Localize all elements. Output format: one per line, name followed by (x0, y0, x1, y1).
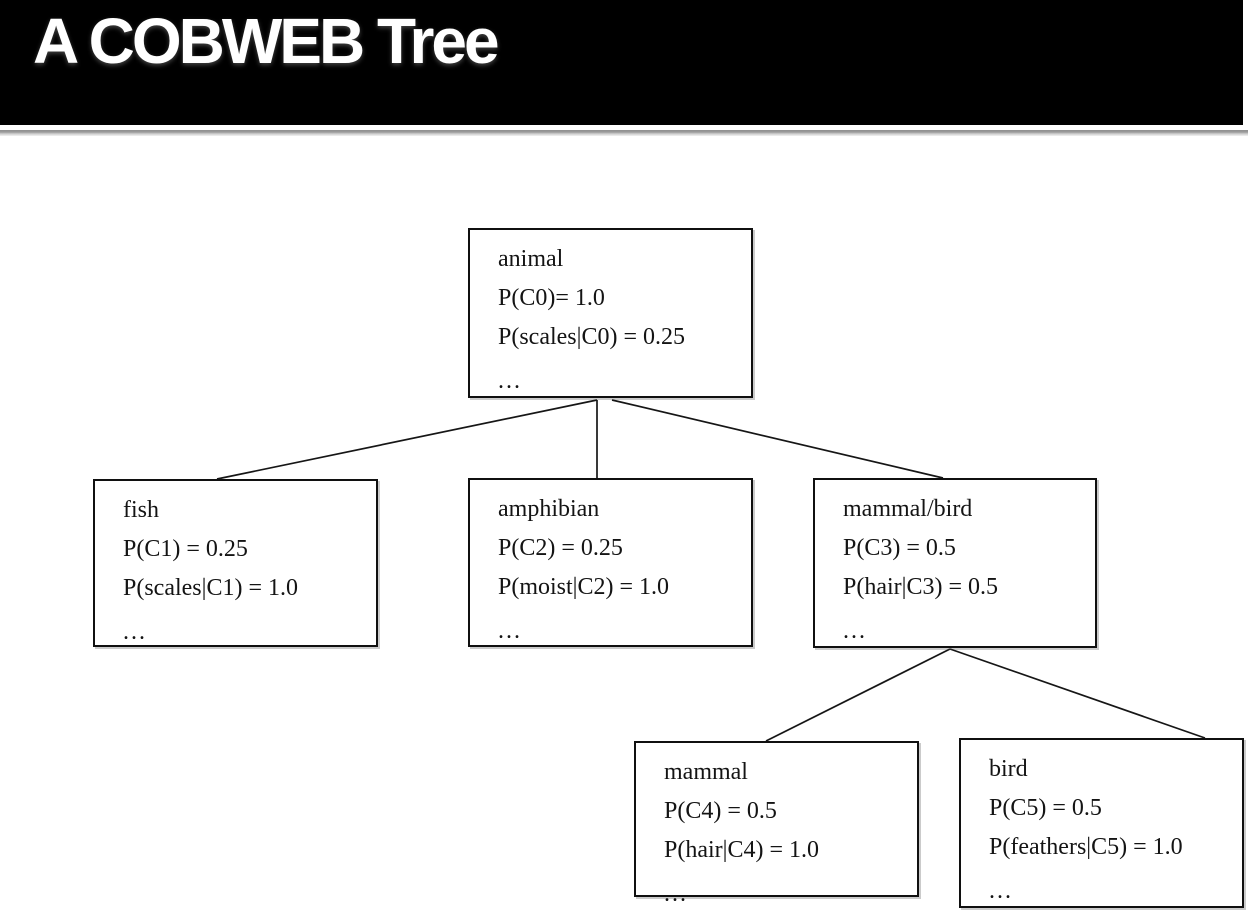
node-ellipsis: ... (123, 619, 147, 645)
node-class-prob: P(C1) = 0.25 (123, 536, 248, 562)
node-ellipsis: ... (843, 618, 867, 644)
node-ellipsis: ... (989, 878, 1013, 904)
tree-node-amphibian: amphibian P(C2) = 0.25 P(moist|C2) = 1.0… (468, 478, 753, 647)
edge-mammal-bird-bird (949, 648, 1206, 739)
node-attr-prob: P(moist|C2) = 1.0 (498, 574, 670, 600)
edge-animal-fish (216, 399, 598, 480)
node-label: mammal (664, 759, 748, 785)
tree-node-bird: bird P(C5) = 0.5 P(feathers|C5) = 1.0 ..… (959, 738, 1244, 908)
title-bar: A COBWEB Tree (0, 0, 1243, 125)
header-separator (0, 130, 1248, 136)
node-label: animal (498, 246, 564, 272)
node-class-prob: P(C0)= 1.0 (498, 285, 605, 311)
node-class-prob: P(C4) = 0.5 (664, 798, 777, 824)
node-class-prob: P(C2) = 0.25 (498, 535, 623, 561)
node-attr-prob: P(hair|C4) = 1.0 (664, 837, 819, 863)
tree-node-animal: animal P(C0)= 1.0 P(scales|C0) = 0.25 ..… (468, 228, 753, 398)
node-label: fish (123, 497, 159, 523)
node-label: amphibian (498, 496, 600, 522)
node-label: mammal/bird (843, 496, 973, 522)
node-attr-prob: P(scales|C0) = 0.25 (498, 324, 685, 350)
node-ellipsis: ... (498, 368, 522, 394)
node-ellipsis: ... (664, 881, 688, 907)
node-class-prob: P(C5) = 0.5 (989, 795, 1102, 821)
node-ellipsis: ... (498, 618, 522, 644)
node-label: bird (989, 756, 1028, 782)
node-attr-prob: P(scales|C1) = 1.0 (123, 575, 298, 601)
node-class-prob: P(C3) = 0.5 (843, 535, 956, 561)
tree-node-mammal-bird: mammal/bird P(C3) = 0.5 P(hair|C3) = 0.5… (813, 478, 1097, 648)
tree-node-fish: fish P(C1) = 0.25 P(scales|C1) = 1.0 ... (93, 479, 378, 647)
node-attr-prob: P(feathers|C5) = 1.0 (989, 834, 1183, 860)
edge-mammal-bird-mammal (765, 648, 951, 742)
edge-animal-mammal-bird (611, 399, 944, 479)
node-attr-prob: P(hair|C3) = 0.5 (843, 574, 998, 600)
tree-node-mammal: mammal P(C4) = 0.5 P(hair|C4) = 1.0 ... (634, 741, 919, 907)
slide-title: A COBWEB Tree (33, 5, 500, 77)
